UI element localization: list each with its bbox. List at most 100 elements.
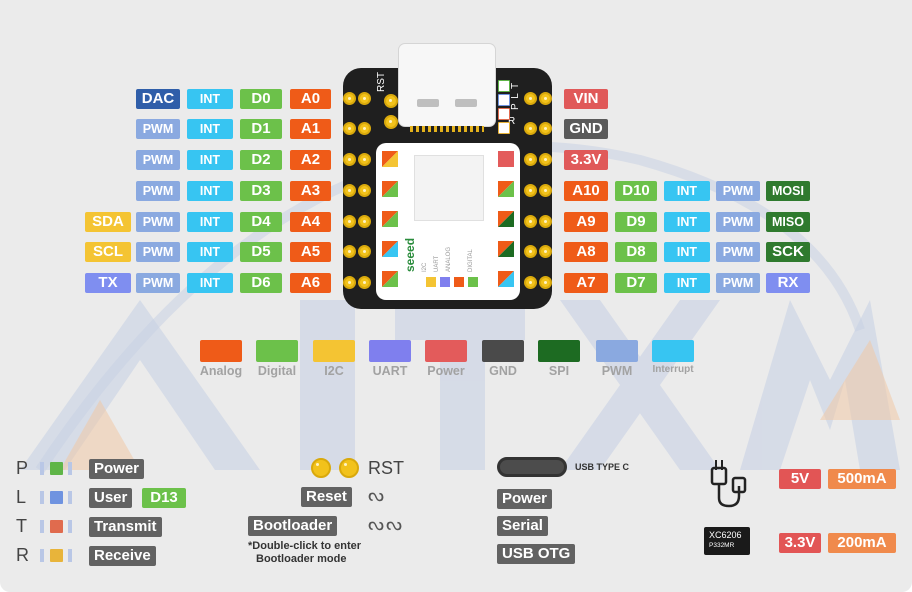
left-pin-pad-inner	[358, 122, 371, 135]
pin-analog-label: A0	[290, 89, 331, 109]
led-l-board	[498, 94, 510, 106]
reset-button-pad[interactable]	[384, 94, 398, 108]
right-pin-pad-outer	[539, 245, 552, 258]
left-pin-pad-inner	[358, 184, 371, 197]
pin-int-label: INT	[187, 89, 233, 109]
led-p-board	[498, 80, 510, 92]
pin-analog-label: A8	[564, 242, 608, 262]
left-pin-pad-inner	[358, 276, 371, 289]
right-pin-pad	[524, 92, 537, 105]
pin-digital-label: D10	[615, 181, 657, 201]
led-label: Power	[89, 459, 145, 479]
left-pin-pad	[343, 215, 356, 228]
pin-pwm-label: PWM	[136, 212, 180, 232]
usb-c-connector	[399, 44, 495, 126]
right-pin-pad-outer	[539, 122, 552, 135]
legend-label: PWM	[601, 364, 633, 378]
right-pin-pad-outer	[539, 92, 552, 105]
pin-pwm-label: DAC	[136, 89, 180, 109]
board-rst-label: RST	[376, 72, 387, 92]
pin-pwm-label: PWM	[136, 273, 180, 293]
pin-int-label: INT	[664, 242, 710, 262]
pin-pwm-label: PWM	[716, 181, 760, 201]
pin-alt-label: SDA	[85, 212, 131, 232]
pin-analog-label: A5	[290, 242, 331, 262]
legend-swatch	[313, 340, 355, 362]
silk-digital: DIGITAL	[468, 249, 474, 272]
right-pin-pad	[524, 276, 537, 289]
pin-int-label: INT	[187, 273, 233, 293]
led-letter: T	[16, 516, 27, 536]
double-click-icon: ᔓᔓ	[368, 514, 405, 534]
led-indicator	[50, 520, 63, 533]
pin-digital-label: D0	[240, 89, 282, 109]
right-pin-pad-outer	[539, 153, 552, 166]
silk-swatch-i2c	[426, 277, 436, 287]
pin-function-label: MOSI	[766, 181, 810, 201]
right-pin-pad	[524, 184, 537, 197]
pin-digital-label: D3	[240, 181, 282, 201]
board-r-label: R	[508, 116, 516, 127]
led-bar	[40, 520, 44, 533]
pin-analog-label: A1	[290, 119, 331, 139]
pin-pwm-label: PWM	[136, 119, 180, 139]
pin-digital-label: D6	[240, 273, 282, 293]
rst-pad-2	[339, 458, 359, 478]
pin-pwm-label: PWM	[136, 242, 180, 262]
led-letter: R	[16, 545, 29, 565]
pin-digital-label: D5	[240, 242, 282, 262]
pin-pwm-label: PWM	[716, 242, 760, 262]
silk-swatch-uart	[440, 277, 450, 287]
legend-swatch	[256, 340, 298, 362]
pin-analog-label: A9	[564, 212, 608, 232]
ldo-voltage: 3.3V	[779, 533, 821, 553]
legend-label: I2C	[324, 364, 344, 378]
right-pin-pad	[524, 215, 537, 228]
led-label: Receive	[89, 546, 156, 566]
legend-swatch	[538, 340, 580, 362]
led-letter: L	[16, 487, 27, 507]
pin-analog-label: A7	[564, 273, 608, 293]
usb-type-c-label: USB TYPE C	[575, 462, 630, 472]
led-pin-label: D13	[142, 488, 186, 508]
power-pin-label: 3.3V	[564, 150, 608, 170]
pin-digital-label: D9	[615, 212, 657, 232]
pin-digital-label: D1	[240, 119, 282, 139]
right-pin-pad-outer	[539, 184, 552, 197]
chip	[414, 155, 484, 221]
pin-int-label: INT	[664, 212, 710, 232]
right-pin-pad-outer	[539, 215, 552, 228]
usb-otg: USB OTG	[497, 544, 576, 564]
silk-swatch-digital	[468, 277, 478, 287]
pin-int-label: INT	[187, 242, 233, 262]
usb-cable-icon	[710, 460, 747, 508]
pin-pwm-label: PWM	[136, 181, 180, 201]
power-pin-label: GND	[564, 119, 608, 139]
pin-int-label: INT	[664, 273, 710, 293]
pin-digital-label: D7	[615, 273, 657, 293]
left-pin-pad	[343, 92, 356, 105]
pin-analog-label: A2	[290, 150, 331, 170]
pin-int-label: INT	[187, 150, 233, 170]
led-label: User	[89, 488, 133, 508]
left-pin-pad	[343, 153, 356, 166]
led-indicator	[50, 549, 63, 562]
boot-button-pad[interactable]	[384, 115, 398, 129]
led-letter: P	[16, 458, 29, 478]
led-indicator	[50, 491, 63, 504]
silk-i2c: I2C	[422, 262, 428, 272]
right-pin-pad	[524, 153, 537, 166]
left-pin-pad-inner	[358, 153, 371, 166]
bootloader-label: Bootloader	[248, 516, 338, 536]
silk-uart: UART	[434, 255, 440, 272]
left-pin-pad	[343, 276, 356, 289]
pin-digital-label: D4	[240, 212, 282, 232]
left-pin-pad	[343, 245, 356, 258]
led-bar	[68, 549, 72, 562]
usb-current: 500mA	[828, 469, 896, 489]
pin-pwm-label: PWM	[716, 212, 760, 232]
left-pin-pad-inner	[358, 245, 371, 258]
pin-pwm-label: PWM	[136, 150, 180, 170]
legend-swatch	[482, 340, 524, 362]
